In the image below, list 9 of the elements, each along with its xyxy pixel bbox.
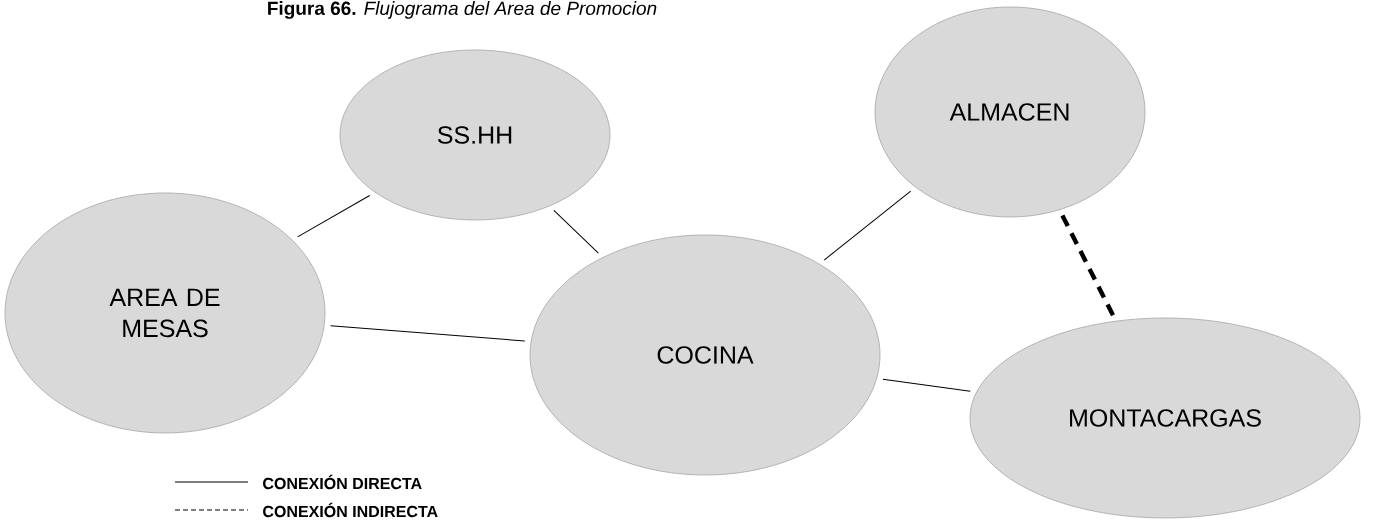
legend-label: CONEXIÓN DIRECTA bbox=[263, 474, 422, 490]
connector-line bbox=[823, 190, 912, 261]
connector-line bbox=[330, 325, 526, 342]
connector-line bbox=[297, 194, 371, 238]
connector-line bbox=[882, 378, 971, 392]
legend-label: CONEXIÓN INDIRECTA bbox=[263, 502, 438, 518]
connector-line bbox=[553, 209, 599, 254]
connector-line bbox=[1060, 214, 1116, 317]
figure-title: Figura 66. Flujograma del Area de Promocion bbox=[268, 1, 657, 19]
